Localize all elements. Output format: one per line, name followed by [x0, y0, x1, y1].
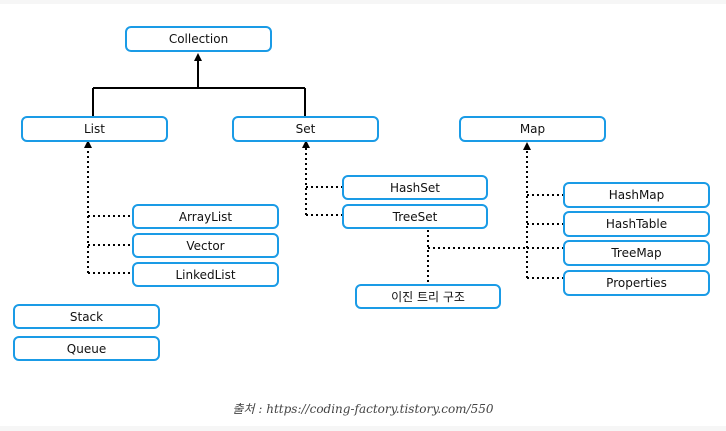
queue-node: Queue [13, 336, 160, 361]
properties-node: Properties [563, 270, 710, 296]
arraylist-node: ArrayList [132, 204, 279, 229]
solid-inheritance-lines [92, 53, 306, 116]
treeset-node: TreeSet [342, 204, 488, 229]
stack-node: Stack [13, 304, 160, 329]
source-caption: 출처 : https://coding-factory.tistory.com/… [232, 402, 494, 416]
dotted-implementation-lines [84, 140, 563, 284]
treemap-node: TreeMap [563, 240, 710, 266]
diagram-canvas: Collection List Set Map ArrayList Vector… [0, 4, 726, 426]
vector-node: Vector [132, 233, 279, 258]
map-node: Map [459, 116, 606, 142]
hashmap-node: HashMap [563, 182, 710, 208]
linkedlist-node: LinkedList [132, 262, 279, 287]
list-node: List [21, 116, 168, 142]
collection-node: Collection [125, 26, 272, 52]
set-node: Set [232, 116, 379, 142]
connector-lines [84, 53, 563, 284]
hashset-node: HashSet [342, 175, 488, 200]
hashtable-node: HashTable [563, 211, 710, 237]
binary-tree-node: 이진 트리 구조 [355, 284, 501, 309]
